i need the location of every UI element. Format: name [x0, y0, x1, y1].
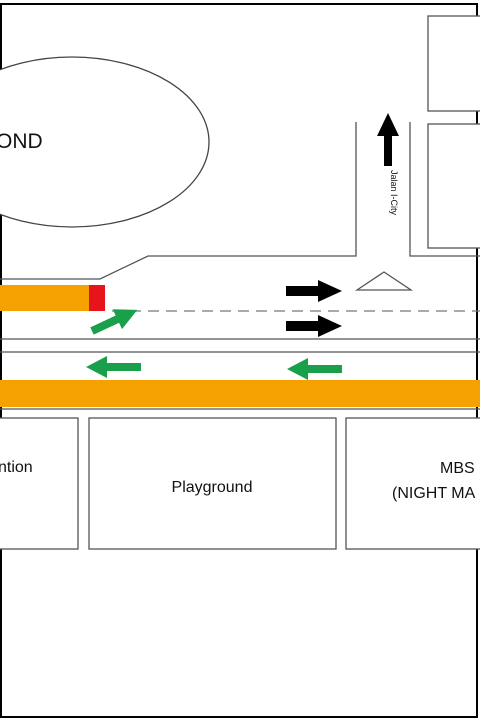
- building-attention: [0, 417, 79, 550]
- pond-label: OND: [0, 130, 43, 153]
- building-playground: [88, 417, 337, 550]
- building-top-right-2: [427, 123, 480, 249]
- building-top-right-1: [427, 15, 480, 112]
- arrow-left-icon: [287, 358, 342, 380]
- building-mbs: [345, 417, 480, 550]
- road-label-jalan-icity: Jalan I-City: [389, 170, 399, 216]
- map-frame: [0, 3, 478, 718]
- building-attention-label: ntion: [0, 459, 33, 476]
- arrow-up-icon: [377, 113, 399, 166]
- orange-lane-lower: [0, 380, 480, 407]
- road-edge-side: [409, 122, 480, 257]
- arrow-right-icon: [286, 280, 342, 302]
- arrow-merge-icon: [90, 309, 138, 335]
- traffic-island: [354, 271, 414, 291]
- red-marker: [89, 285, 105, 311]
- building-playground-label: Playground: [172, 479, 253, 496]
- pond-area: [0, 56, 210, 228]
- building-mbs-label-line1: MBS: [440, 460, 475, 477]
- orange-lane-upper: [0, 285, 89, 311]
- arrow-left-icon: [86, 356, 141, 378]
- road-edge-upper: [0, 122, 357, 280]
- building-mbs-label-line2: (NIGHT MA: [392, 485, 476, 502]
- arrow-right-icon: [286, 315, 342, 337]
